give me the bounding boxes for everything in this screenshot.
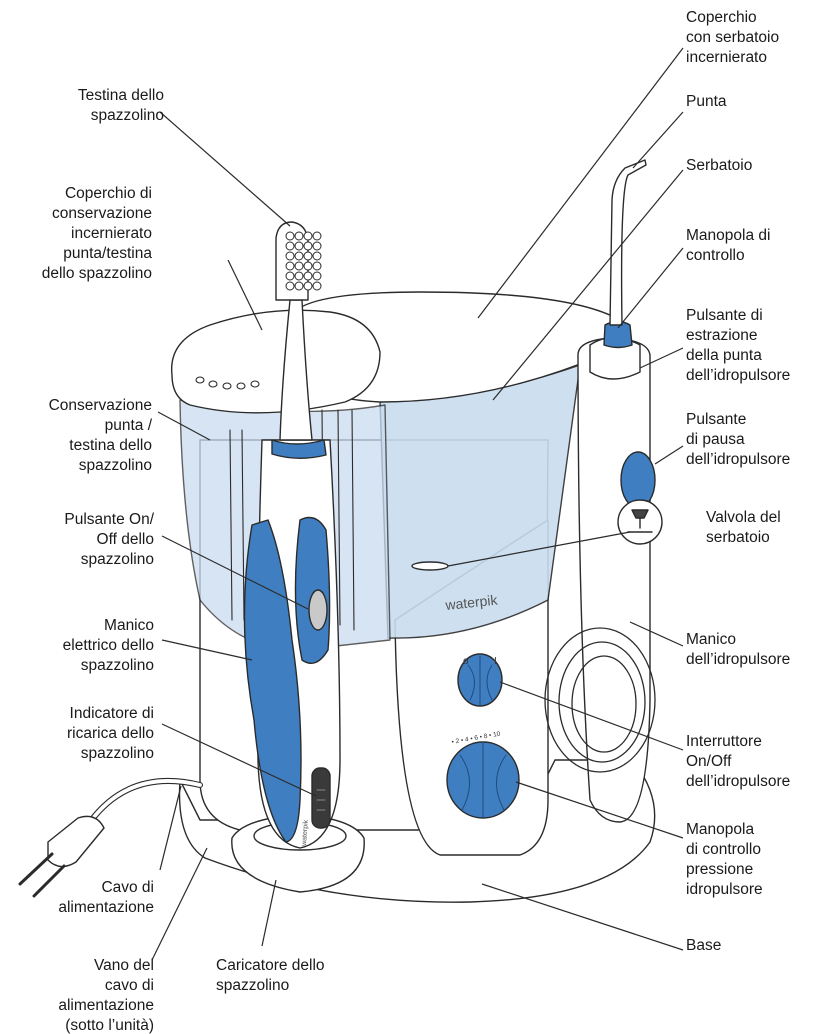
label-coperchio-conservazione: Coperchio di conservazione incernierato … [20, 184, 152, 284]
label-indicatore-ricarica: Indicatore di ricarica dello spazzolino [20, 704, 154, 764]
label-manico-idropulsore: Manico dell’idropulsore [686, 630, 831, 670]
leader-vano [152, 848, 207, 960]
dial-off-mark: o [463, 656, 469, 667]
label-onoff-spazzolino: Pulsante On/ Off dello spazzolino [20, 510, 154, 570]
leader-caricatore [262, 880, 276, 946]
leader-testina [160, 112, 290, 226]
leader-coperchio-serbatoio [478, 48, 683, 318]
power-plug [48, 816, 104, 866]
label-manopola-pressione: Manopola di controllo pressione idropuls… [686, 820, 831, 900]
leader-pausa [655, 446, 683, 464]
label-manico-elettrico: Manico elettrico dello spazzolino [20, 616, 154, 676]
label-base: Base [686, 936, 826, 956]
leader-base [482, 884, 683, 950]
label-conservazione-punta: Conservazione punta / testina dello spaz… [20, 396, 152, 476]
label-coperchio-serbatoio: Coperchio con serbatoio incernierato [686, 8, 826, 68]
pressure-dial [447, 742, 519, 818]
label-pulsante-pausa: Pulsante di pausa dell’idropulsore [686, 410, 831, 470]
label-manopola-controllo: Manopola di controllo [686, 226, 826, 266]
label-interruttore: Interruttore On/Off dell’idropulsore [686, 732, 831, 792]
toothbrush-onoff-button [309, 590, 327, 630]
label-valvola: Valvola del serbatoio [706, 508, 831, 548]
storage-lid [172, 310, 380, 413]
label-vano-cavo: Vano del cavo di alimentazione (sotto l’… [10, 956, 154, 1034]
leader-manopola [618, 248, 683, 328]
label-serbatoio: Serbatoio [686, 156, 826, 176]
label-punta: Punta [686, 92, 826, 112]
reservoir-valve [412, 562, 448, 570]
label-pulsante-estrazione: Pulsante di estrazione della punta dell’… [686, 306, 831, 386]
leader-cavo [160, 786, 181, 870]
leader-punta [633, 112, 683, 168]
label-cavo-alimentazione: Cavo di alimentazione [20, 878, 154, 918]
label-caricatore: Caricatore dello spazzolino [216, 956, 386, 996]
charge-indicator [312, 768, 330, 828]
label-testina: Testina dello spazzolino [40, 86, 164, 126]
dial-on-mark: I [494, 656, 497, 667]
